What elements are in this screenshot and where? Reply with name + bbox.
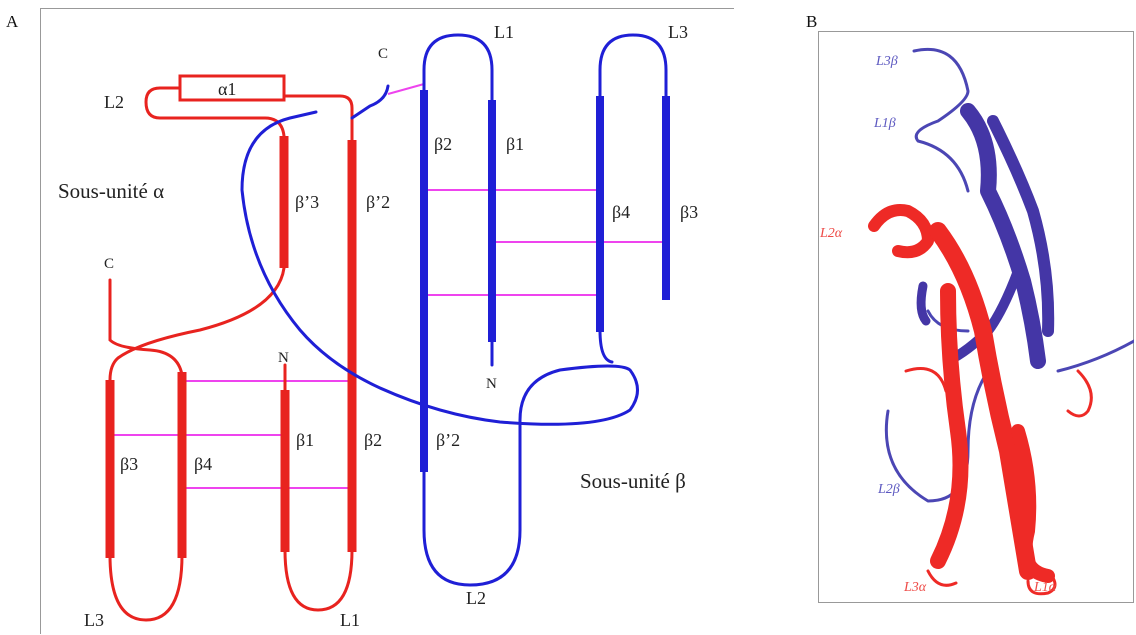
- alpha-loop-l1-label: L1: [340, 610, 360, 630]
- ribbon-label-l2a: L2α: [819, 226, 843, 241]
- panel-a-letter: A: [6, 12, 19, 31]
- alpha-ribbon-sheet-3: [1011, 424, 1055, 583]
- alpha-ribbon-sheet-2: [930, 283, 969, 569]
- beta-loop-l3-label: L3: [668, 22, 688, 42]
- ribbon-structure: L3β L1β L2α L2β L3α L1α: [819, 47, 1134, 596]
- alpha-strand-b2p-label: β’2: [366, 192, 390, 212]
- beta-chain-b4-tail: [598, 328, 614, 364]
- alpha-strand-b3p-label: β’3: [295, 192, 319, 212]
- beta-chain-l3: [598, 33, 668, 102]
- alpha-c-term-label: C: [104, 256, 114, 272]
- alpha-strand-b4-label: β4: [194, 454, 212, 474]
- alpha-strand-b3-label: β3: [120, 454, 138, 474]
- alpha-loop-l2-label: L2: [104, 92, 124, 112]
- beta-loop-l1-label: L1: [494, 22, 514, 42]
- beta-n-term-label: N: [486, 376, 497, 392]
- beta-ribbon-sheet: [960, 103, 1046, 369]
- panel-a-frame: [40, 8, 734, 634]
- beta-chain-l2: [240, 110, 639, 587]
- beta-chain-c-term: [350, 84, 390, 120]
- ribbon-label-l3a: L3α: [903, 580, 927, 595]
- alpha-ribbon-helix: [868, 204, 934, 259]
- beta-c-term-label: C: [378, 46, 388, 62]
- beta-strand-b3-label: β3: [680, 202, 698, 222]
- alpha-chain-n-lower: [108, 266, 286, 622]
- alpha-helix: [178, 74, 286, 102]
- beta-strand-b2-label: β2: [434, 134, 452, 154]
- ribbon-label-l1a: L1α: [1033, 580, 1057, 595]
- beta-ribbon-sheet-4: [916, 281, 931, 326]
- c-term-link: [387, 83, 425, 95]
- panel-b-letter: B: [806, 12, 818, 31]
- beta-loop-l2-label: L2: [466, 588, 486, 608]
- alpha-strand-b2-label: β2: [364, 430, 382, 450]
- ribbon-label-l1b: L1β: [873, 116, 896, 131]
- beta-chain-l1: [422, 33, 494, 102]
- alpha-ribbon-loops: [904, 367, 1093, 596]
- alpha-strand-b1-label: β1: [296, 430, 314, 450]
- ribbon-label-l2b: L2β: [877, 482, 900, 497]
- alpha-helix-label: α1: [218, 79, 236, 99]
- alpha-chain-l1: [283, 548, 354, 612]
- beta-strand-b4-label: β4: [612, 202, 630, 222]
- panel-b-frame: [818, 31, 1134, 603]
- beta-subunit-title: Sous-unité β: [580, 469, 686, 493]
- beta-ribbon-sheet-2: [987, 115, 1055, 337]
- ribbon-label-l3b: L3β: [875, 54, 898, 69]
- beta-strand-b1-label: β1: [506, 134, 524, 154]
- alpha-n-term-label: N: [278, 350, 289, 366]
- beta-strand-b2p-label: β’2: [436, 430, 460, 450]
- alpha-loop-l3-label: L3: [84, 610, 104, 630]
- alpha-ribbon-sheet: [929, 222, 1037, 580]
- alpha-subunit-title: Sous-unité α: [58, 179, 164, 203]
